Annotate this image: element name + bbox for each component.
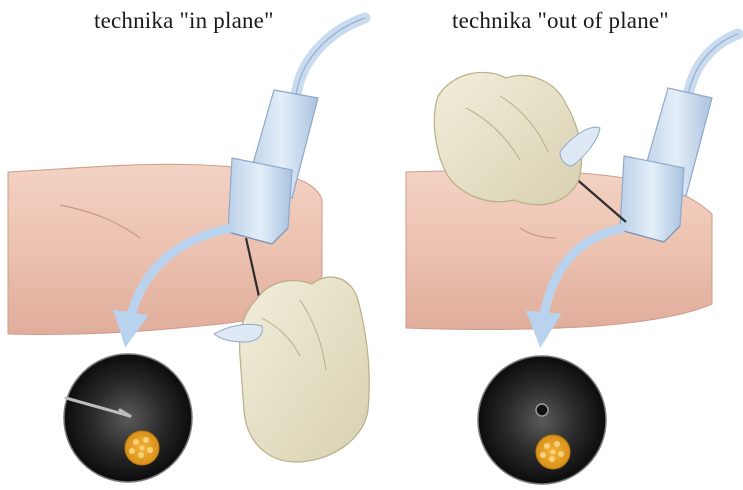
probe-cable-right: [688, 34, 738, 96]
gloved-hand-right: [434, 72, 600, 204]
needle-tip-dot: [536, 404, 548, 416]
panel-out-of-plane: [406, 34, 738, 484]
panel-in-plane: [8, 18, 369, 482]
probe-cable-left: [296, 18, 365, 96]
ultrasound-image-out-of-plane: [478, 356, 606, 484]
ultrasound-image-in-plane: [64, 354, 192, 482]
